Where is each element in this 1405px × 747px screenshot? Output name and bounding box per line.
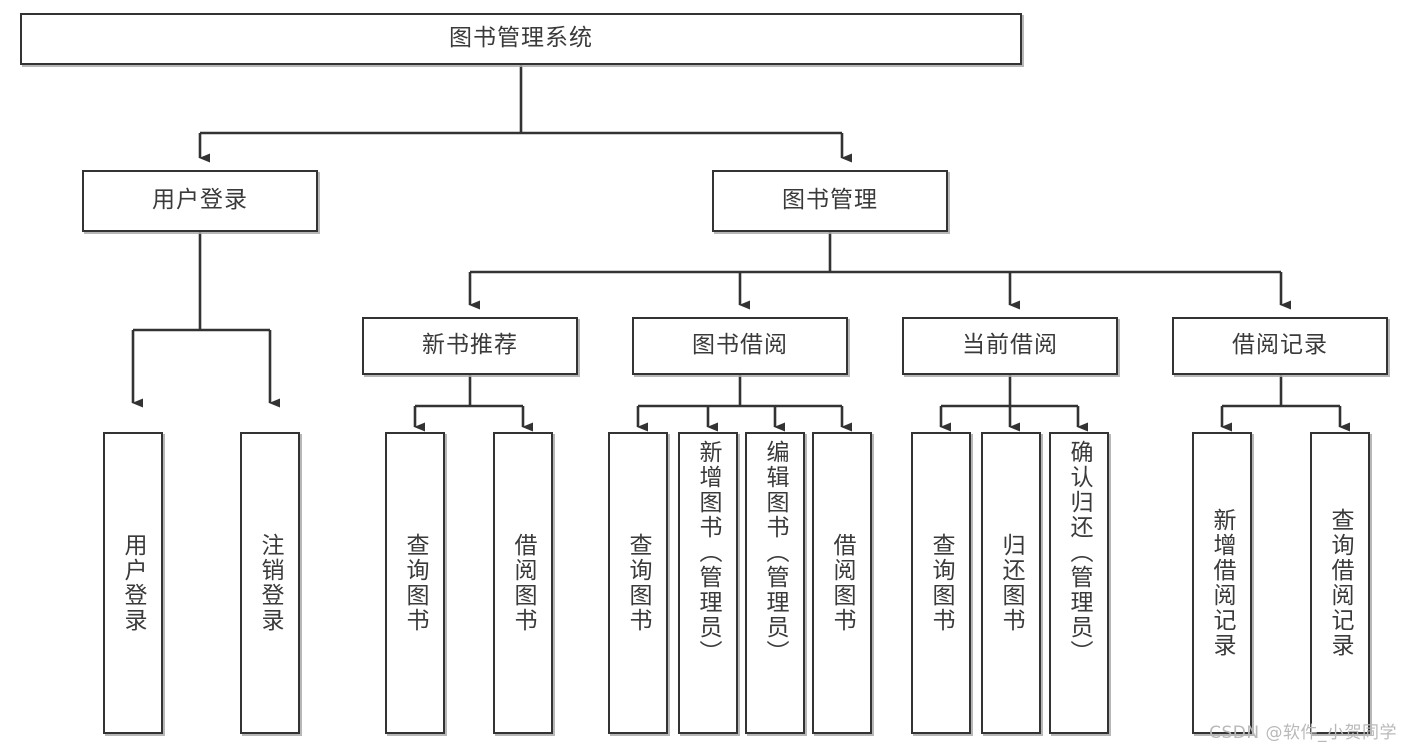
node-label: 新增图书（管理员） bbox=[695, 440, 722, 665]
edges-bookborrow-to-leaves bbox=[636, 375, 852, 432]
leaf-borrow-record-add-record[interactable]: 新增借阅记录 bbox=[1192, 432, 1252, 734]
leaf-current-borrow-return-book[interactable]: 归还图书 bbox=[981, 432, 1041, 734]
node-label: 编辑图书（管理员） bbox=[762, 440, 789, 665]
node-user-login[interactable]: 用户登录 bbox=[82, 170, 318, 232]
node-label: 借阅记录 bbox=[1232, 332, 1328, 359]
leaf-new-book-borrow-book[interactable]: 借阅图书 bbox=[493, 432, 553, 734]
edges-borrowrecord-to-leaves bbox=[1220, 375, 1350, 432]
leaf-user-login-logout[interactable]: 注销登录 bbox=[240, 432, 300, 734]
node-label: 用户登录 bbox=[152, 187, 248, 214]
leaf-book-borrow-borrow-book[interactable]: 借阅图书 bbox=[812, 432, 872, 734]
node-label: 查询借阅记录 bbox=[1327, 508, 1354, 658]
node-label: 借阅图书 bbox=[510, 533, 537, 633]
edges-currentborrow-to-leaves bbox=[939, 375, 1088, 432]
edges-bookmgmt-to-level2 bbox=[468, 232, 1291, 310]
edges-root-to-level1 bbox=[198, 65, 852, 163]
node-label: 图书管理系统 bbox=[449, 25, 593, 52]
leaf-user-login-login[interactable]: 用户登录 bbox=[103, 432, 163, 734]
node-root-book-management-system[interactable]: 图书管理系统 bbox=[20, 13, 1022, 65]
leaf-current-borrow-confirm-return-admin[interactable]: 确认归还（管理员） bbox=[1049, 432, 1109, 734]
node-current-borrow[interactable]: 当前借阅 bbox=[902, 317, 1118, 375]
node-label: 图书借阅 bbox=[692, 332, 788, 359]
leaf-new-book-query-book[interactable]: 查询图书 bbox=[385, 432, 445, 734]
node-book-management[interactable]: 图书管理 bbox=[712, 170, 948, 232]
node-label: 查询图书 bbox=[928, 533, 955, 633]
leaf-book-borrow-edit-book-admin[interactable]: 编辑图书（管理员） bbox=[745, 432, 805, 734]
edges-newbook-to-leaves bbox=[413, 375, 533, 432]
node-label: 新增借阅记录 bbox=[1209, 508, 1236, 658]
node-label: 注销登录 bbox=[257, 533, 284, 633]
leaf-current-borrow-query-book[interactable]: 查询图书 bbox=[911, 432, 971, 734]
node-label: 借阅图书 bbox=[829, 533, 856, 633]
node-label: 查询图书 bbox=[625, 533, 652, 633]
leaf-borrow-record-query-record[interactable]: 查询借阅记录 bbox=[1310, 432, 1370, 734]
node-label: 当前借阅 bbox=[962, 332, 1058, 359]
node-label: 图书管理 bbox=[782, 187, 878, 214]
node-label: 新书推荐 bbox=[422, 332, 518, 359]
node-label: 确认归还（管理员） bbox=[1066, 440, 1093, 665]
edges-userlogin-to-leaves bbox=[131, 232, 280, 408]
node-label: 用户登录 bbox=[120, 533, 147, 633]
leaf-book-borrow-add-book-admin[interactable]: 新增图书（管理员） bbox=[678, 432, 738, 734]
node-new-book-recommend[interactable]: 新书推荐 bbox=[362, 317, 578, 375]
leaf-book-borrow-query-book[interactable]: 查询图书 bbox=[608, 432, 668, 734]
node-book-borrow[interactable]: 图书借阅 bbox=[632, 317, 848, 375]
node-label: 查询图书 bbox=[402, 533, 429, 633]
node-borrow-record[interactable]: 借阅记录 bbox=[1172, 317, 1388, 375]
node-label: 归还图书 bbox=[998, 533, 1025, 633]
csdn-watermark: CSDN @软件_小贺同学 bbox=[1209, 723, 1397, 743]
